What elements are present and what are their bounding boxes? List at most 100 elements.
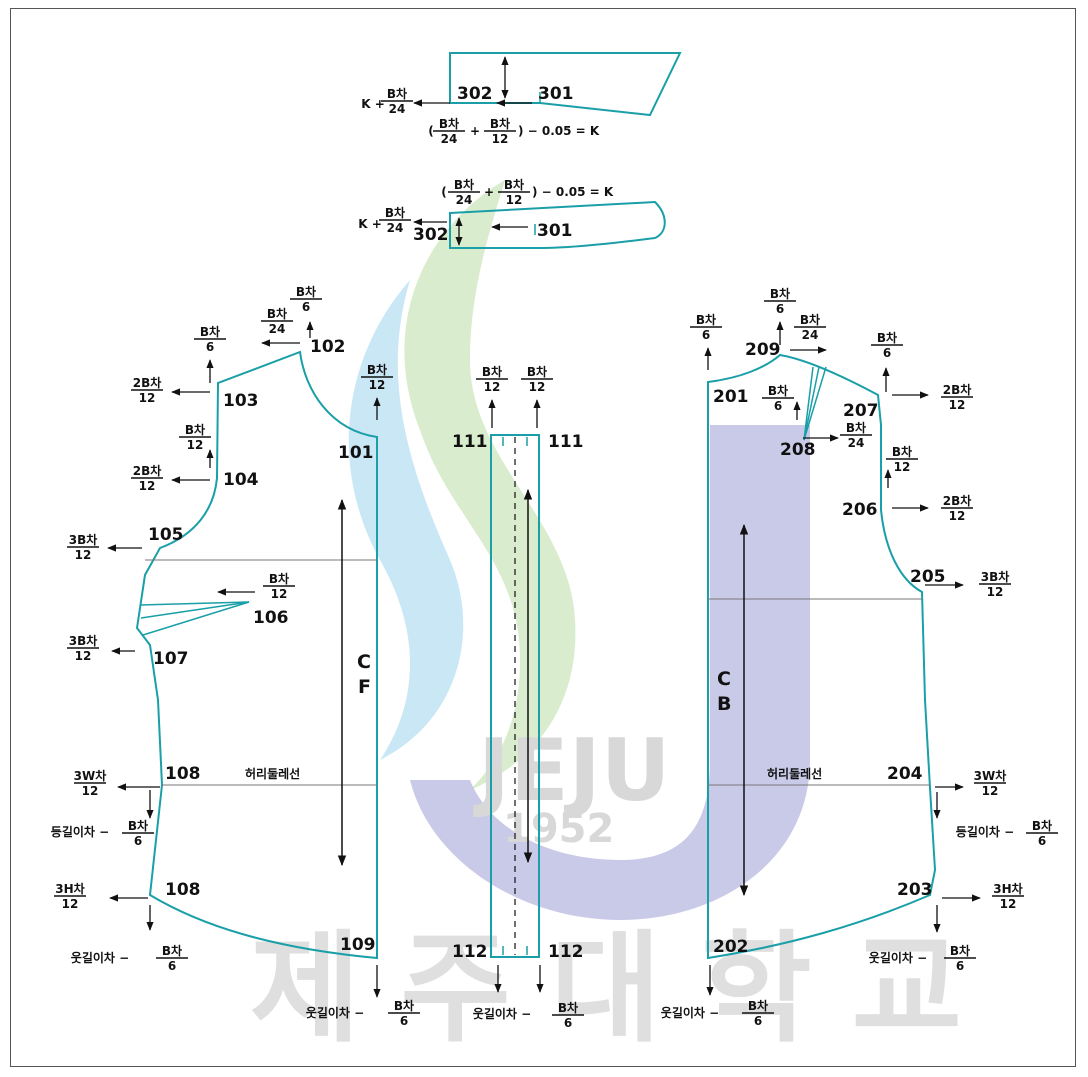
collar-stand: 302 301 [449, 52, 682, 117]
frac-104-2b12-num: 2B차 [133, 463, 162, 478]
front-outline [135, 350, 378, 960]
back-dart-mid [803, 366, 820, 441]
text-formula-close-2: ) − 0.05 = K [532, 185, 614, 199]
frac-formula1-b24-num: B차 [439, 116, 459, 131]
frac-205-3b12-den: 12 [987, 585, 1004, 599]
diagram-frame [10, 8, 1076, 1067]
frac-302a-b24-den: 24 [389, 102, 406, 116]
text-band-garment-diff: 웃길이차 − [473, 1006, 531, 1021]
collar2-outline [449, 200, 666, 249]
frac-108w-b6: B차6 [122, 818, 154, 848]
watermark-korean: 제주대학교 [250, 920, 1002, 1059]
label-104: 104 [223, 470, 259, 490]
frac-209-b6-num: B차 [770, 286, 790, 301]
frac-203-3h12-den: 12 [1000, 897, 1017, 911]
text-formula-plus-1: + [470, 124, 480, 138]
frac-202-b6-den: 6 [754, 1014, 762, 1028]
text-k-plus-1: K + [361, 97, 385, 111]
watermark: JEJU 1952 제주대학교 [250, 180, 1002, 1059]
frac-207-b6: B차6 [871, 330, 903, 360]
frac-109-b6-num: B차 [394, 998, 414, 1013]
frac-206-b12-den: 12 [894, 460, 911, 474]
frac-105-3b12-den: 12 [75, 548, 92, 562]
frac-209-b24-den: 24 [802, 328, 819, 342]
frac-102-b6-den: 6 [302, 300, 310, 314]
frac-204-3w12-den: 12 [982, 784, 999, 798]
label-201: 201 [713, 387, 749, 407]
frac-204-b6-den: 6 [1038, 834, 1046, 848]
front-waist-line-label: 허리둘레선 [245, 766, 300, 781]
frac-102-b24-den: 24 [269, 322, 286, 336]
frac-209-b6: B차6 [764, 286, 796, 316]
label-101: 101 [338, 443, 374, 463]
frac-208-b24-den: 24 [848, 436, 865, 450]
label-204: 204 [887, 764, 923, 784]
label-103: 103 [223, 391, 259, 411]
text-front-back-diff: 등길이차 − [51, 824, 109, 839]
frac-103-2b12-den: 12 [139, 391, 156, 405]
frac-107-3b12-num: 3B차 [69, 633, 98, 648]
band-outline [490, 434, 540, 958]
front-dart [139, 601, 250, 636]
frac-204-b6-num: B차 [1032, 818, 1052, 833]
frac-111r-b12-den: 12 [529, 380, 546, 394]
frac-204-3w12-num: 3W차 [974, 768, 1007, 783]
text-formula-open-1: ( [428, 124, 433, 138]
frac-108w-3w12-num: 3W차 [74, 768, 107, 783]
frac-208-b6-den: 6 [774, 399, 782, 413]
frac-208-b6-num: B차 [768, 383, 788, 398]
label-105: 105 [148, 525, 184, 545]
frac-109-b6: B차6 [388, 998, 420, 1028]
frac-108h-b6: B차6 [156, 943, 188, 973]
frac-208-b6: B차6 [762, 383, 794, 413]
frac-111r-b12-num: B차 [527, 364, 547, 379]
frac-207-2b12-den: 12 [949, 398, 966, 412]
frac-108h-b6-den: 6 [168, 959, 176, 973]
frac-203-b6-num: B차 [950, 943, 970, 958]
front-bodice: 101 102 103 104 105 106 107 108 108 109 … [135, 337, 378, 960]
label-102: 102 [310, 337, 346, 357]
back-outline [707, 353, 937, 960]
label-112-right: 112 [548, 942, 584, 962]
frac-201-b6: B차6 [690, 312, 722, 342]
frac-108w-3w12-den: 12 [82, 784, 99, 798]
frac-203-b6-den: 6 [956, 959, 964, 973]
frac-209-b24-num: B차 [800, 312, 820, 327]
frac-302b-b24-den: 24 [387, 221, 404, 235]
frac-102-b24-num: B차 [267, 306, 287, 321]
frac-formula2-b12-den: 12 [506, 193, 523, 207]
label-202: 202 [713, 937, 749, 957]
frac-formula1-b12-num: B차 [490, 116, 510, 131]
frac-106-b12-den: 12 [271, 587, 288, 601]
label-108-hip: 108 [165, 880, 201, 900]
frac-112-b6: B차6 [552, 1000, 584, 1030]
frac-208-b24-num: B차 [846, 420, 866, 435]
text-front-garment-diff-1: 웃길이차 − [71, 950, 129, 965]
frac-formula2-b12-num: B차 [504, 177, 524, 192]
frac-302b-b24-num: B차 [385, 205, 405, 220]
measurement-annotations: B차24B차6B차62B차12B차122B차123B차12B차123B차12B차… [51, 86, 1058, 1030]
label-109: 109 [340, 935, 376, 955]
collar-fall: 302 301 [413, 200, 666, 249]
label-cf-c: C [357, 651, 371, 673]
frac-207-2b12-num: 2B차 [943, 382, 972, 397]
label-205: 205 [910, 567, 946, 587]
label-301-b: 301 [537, 221, 573, 241]
frac-111l-b12-num: B차 [482, 364, 502, 379]
text-k-plus-2: K + [358, 217, 382, 231]
